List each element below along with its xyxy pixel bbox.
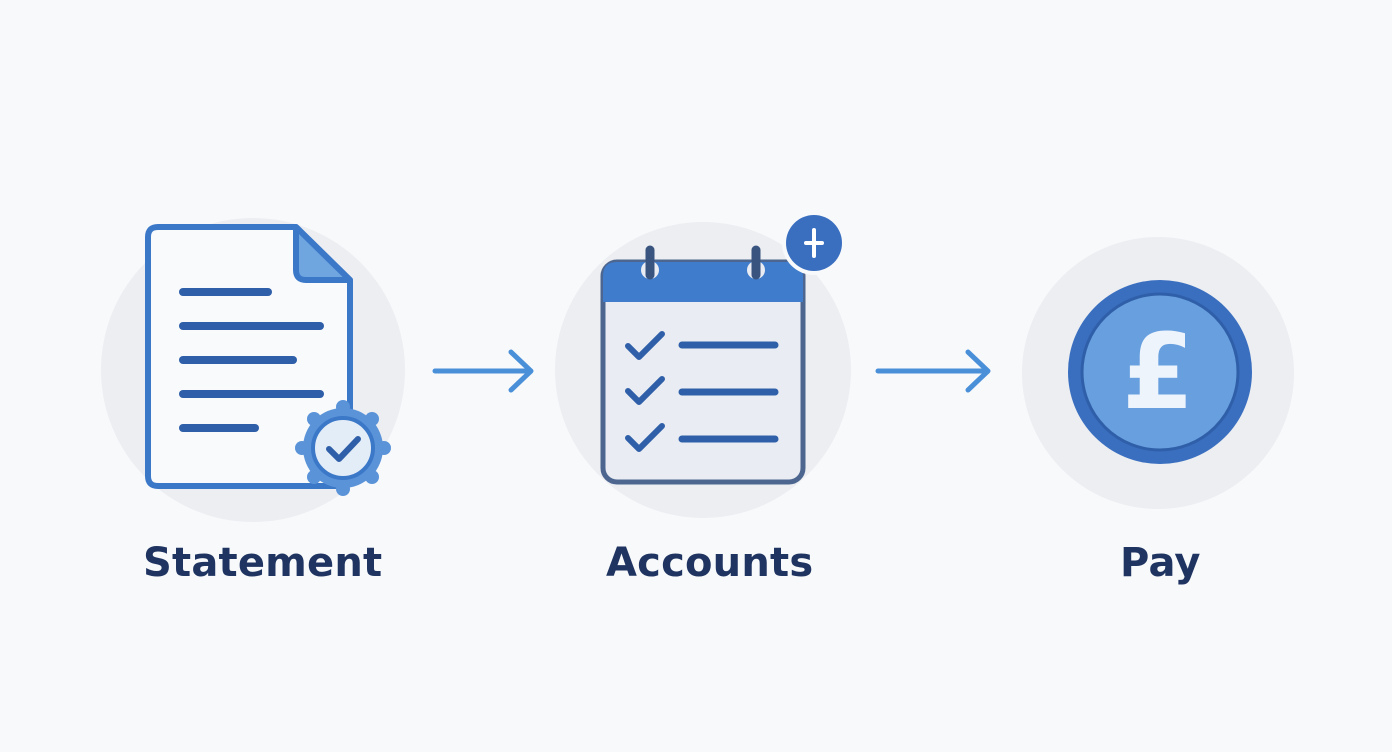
check-badge-icon <box>295 400 391 496</box>
statement-graphic <box>101 218 405 522</box>
step-label-pay: Pay <box>1120 540 1201 586</box>
document-text-lines <box>179 288 324 432</box>
calendar-checklist-icon <box>600 245 806 485</box>
plus-badge-icon <box>782 211 846 275</box>
document-icon <box>145 224 353 489</box>
pound-symbol: £ <box>1122 311 1194 433</box>
pound-coin-icon: £ <box>1068 280 1252 464</box>
step-label-statement: Statement <box>143 540 383 586</box>
step-accounts: Accounts <box>555 211 851 586</box>
step-label-accounts: Accounts <box>606 540 814 586</box>
checklist-checks <box>625 331 665 452</box>
pay-graphic: £ <box>1022 237 1294 509</box>
right-arrow-icon <box>432 349 534 393</box>
right-arrow-icon <box>875 349 991 393</box>
checklist-lines <box>678 341 779 443</box>
accounts-graphic <box>555 211 851 518</box>
step-statement: Statement <box>0 0 460 620</box>
step-pay: £ Pay <box>1022 237 1294 586</box>
